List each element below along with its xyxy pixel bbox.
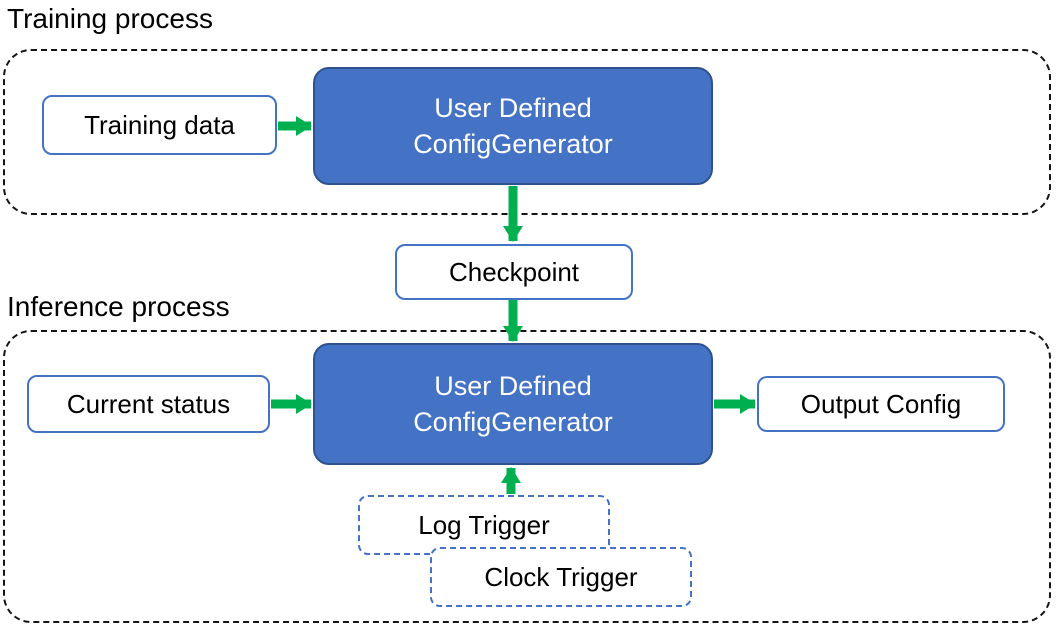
inference-config-generator-line1: User Defined [434, 370, 592, 401]
current-status-node: Current status [27, 375, 270, 433]
inference-process-label: Inference process [7, 291, 230, 322]
clock-trigger-node: Clock Trigger [430, 547, 692, 607]
inference-process-container [3, 330, 1051, 623]
checkpoint-node: Checkpoint [395, 244, 633, 300]
training-process-container [3, 49, 1051, 215]
training-data-node: Training data [42, 95, 277, 155]
inference-config-generator-node: User Defined ConfigGenerator [313, 343, 713, 465]
training-config-generator-node: User Defined ConfigGenerator [313, 67, 713, 185]
log-trigger-node: Log Trigger [358, 495, 610, 555]
training-config-generator-line1: User Defined [434, 92, 592, 123]
inference-config-generator-line2: ConfigGenerator [413, 407, 613, 437]
training-config-generator-line2: ConfigGenerator [413, 129, 613, 159]
output-config-node: Output Config [757, 376, 1005, 432]
training-process-label: Training process [7, 3, 213, 34]
